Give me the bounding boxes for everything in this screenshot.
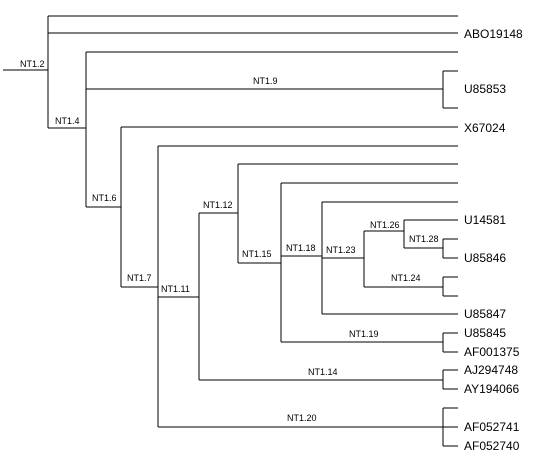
leaf-label-af052740: AF052740: [464, 439, 520, 453]
leaf-label-abo19148: ABO19148: [464, 27, 523, 41]
node-label-nt1-12: NT1.12: [203, 200, 233, 210]
leaf-label-u85853: U85853: [464, 82, 506, 96]
node-label-nt1-20: NT1.20: [287, 413, 317, 423]
leaf-label-u85847: U85847: [464, 307, 506, 321]
leaf-label-u85846: U85846: [464, 251, 506, 265]
node-label-nt1-23: NT1.23: [326, 245, 356, 255]
node-label-nt1-7: NT1.7: [127, 273, 152, 283]
leaf-label-aj294748: AJ294748: [464, 363, 518, 377]
node-label-nt1-4: NT1.4: [55, 116, 80, 126]
node-label-nt1-19: NT1.19: [349, 329, 379, 339]
node-label-nt1-28: NT1.28: [409, 234, 439, 244]
node-label-nt1-18: NT1.18: [286, 243, 316, 253]
leaf-labels: ABO19148 U85853 X67024 U14581 U85846 U85…: [464, 27, 523, 453]
leaf-label-af001375: AF001375: [464, 345, 520, 359]
node-label-nt1-26: NT1.26: [370, 220, 400, 230]
node-label-nt1-24: NT1.24: [391, 273, 421, 283]
internal-node-labels: NT1.2 NT1.4 NT1.6 NT1.7 NT1.9 NT1.11 NT1…: [20, 59, 439, 423]
tree-branches: [3, 15, 458, 447]
node-label-nt1-11: NT1.11: [161, 284, 190, 294]
node-label-nt1-14: NT1.14: [308, 367, 338, 377]
leaf-label-x67024: X67024: [464, 121, 506, 135]
node-label-nt1-2: NT1.2: [20, 59, 45, 69]
leaf-label-u14581: U14581: [464, 213, 506, 227]
leaf-label-af052741: AF052741: [464, 420, 520, 434]
node-label-nt1-6: NT1.6: [92, 193, 117, 203]
leaf-label-ay194066: AY194066: [464, 382, 519, 396]
node-label-nt1-9: NT1.9: [253, 76, 278, 86]
leaf-label-u85845: U85845: [464, 326, 506, 340]
node-label-nt1-15: NT1.15: [242, 249, 272, 259]
